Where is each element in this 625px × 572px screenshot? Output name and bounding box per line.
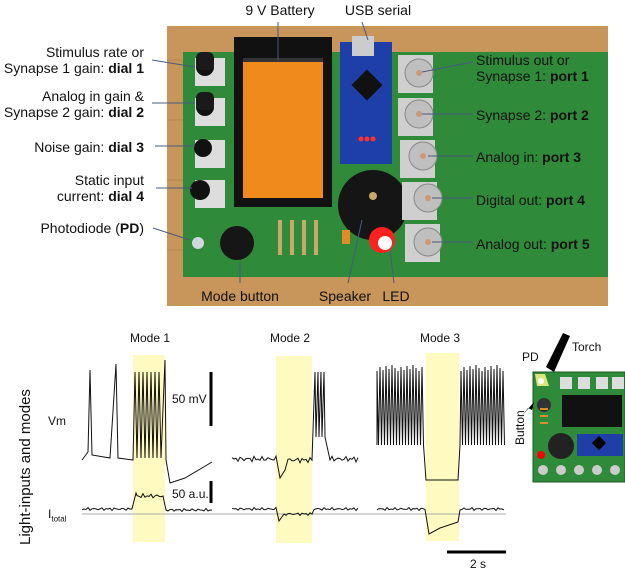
- label-usb: USB serial: [344, 2, 412, 18]
- highlight-mode-2: [276, 356, 312, 543]
- port-5[interactable]: [405, 224, 443, 262]
- trace-vm-mode-3: [376, 364, 505, 481]
- bnc-ports: [398, 55, 443, 262]
- mode-1-title: Mode 1: [130, 331, 171, 345]
- highlight-mode-3: [426, 353, 459, 541]
- mode-3-title: Mode 3: [420, 331, 461, 345]
- label-dial-2: Analog in gain &Synapse 2 gain: dial 2: [3, 88, 144, 120]
- leader-lines: [151, 21, 474, 284]
- traces: [81, 359, 505, 535]
- side-label: Light-inputs and modes: [17, 389, 34, 545]
- dial-2[interactable]: [195, 92, 225, 126]
- label-speaker: Speaker: [318, 288, 372, 304]
- schematic-button-label: Button: [513, 410, 527, 445]
- torch-icon: [546, 333, 570, 372]
- trace-i-mode-2: [231, 506, 359, 523]
- trace-i-mode-1: [81, 491, 213, 513]
- dial-1[interactable]: [195, 52, 225, 86]
- dial-3[interactable]: [194, 139, 225, 168]
- board-schematic: [520, 333, 625, 483]
- schematic-torch-label: Torch: [572, 340, 602, 354]
- label-port-5: Analog out: port 5: [476, 236, 590, 252]
- port-2[interactable]: [398, 98, 434, 136]
- photodiode: [192, 237, 204, 249]
- speaker: [338, 170, 408, 240]
- mode-2-title: Mode 2: [270, 331, 311, 345]
- dials: [190, 52, 225, 208]
- mode-button[interactable]: [220, 226, 254, 260]
- port-4[interactable]: [402, 182, 443, 220]
- label-port-3: Analog in: port 3: [476, 149, 582, 165]
- resistors: [278, 220, 318, 255]
- label-port-4: Digital out: port 4: [476, 192, 585, 208]
- scale-time-label: 2 s: [469, 557, 486, 571]
- label-port-2: Synapse 2: port 2: [476, 107, 589, 123]
- battery: [243, 58, 323, 198]
- itotal-label: Itotal: [48, 507, 67, 524]
- schematic-pd-label: PD: [522, 350, 539, 364]
- usb-connector[interactable]: [352, 36, 374, 56]
- dial-4[interactable]: [190, 180, 225, 208]
- vm-label: Vm: [48, 414, 66, 428]
- trace-i-mode-3: [376, 506, 505, 535]
- trace-vm-mode-1: [81, 359, 213, 484]
- port-3[interactable]: [400, 140, 438, 178]
- label-led: LED: [382, 288, 410, 304]
- label-battery: 9 V Battery: [245, 2, 315, 18]
- arduino-nano: [340, 42, 392, 164]
- scale-current-label: 50 a.u.: [172, 487, 209, 501]
- label-mode-button: Mode button: [201, 288, 279, 304]
- trace-vm-mode-2: [231, 371, 359, 480]
- button-arrow-icon: [520, 402, 534, 418]
- label-dial-3: Noise gain: dial 3: [34, 139, 144, 155]
- scale-voltage-label: 50 mV: [172, 392, 207, 406]
- port-1[interactable]: [398, 55, 434, 93]
- label-photodiode: Photodiode (PD): [40, 220, 144, 236]
